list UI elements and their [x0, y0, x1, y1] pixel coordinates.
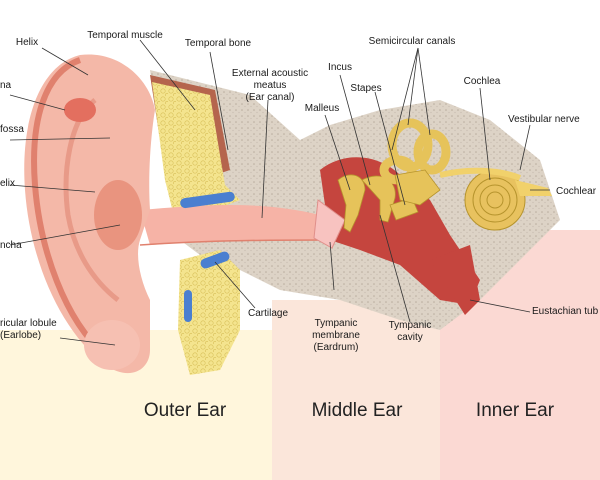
cartilage-mid — [200, 251, 230, 269]
antihelix — [63, 98, 120, 302]
label-incus: Incus — [328, 62, 352, 73]
zone-title-outer: Outer Ear — [143, 400, 227, 421]
concha — [94, 180, 142, 250]
label-malleus: Malleus — [304, 103, 340, 114]
label-helix: Helix — [15, 37, 39, 48]
cochlear-nerve — [515, 180, 552, 196]
eustachian-tube — [430, 245, 480, 315]
cartilage-upper — [180, 191, 235, 209]
label-semicircular-canals: Semicircular canals — [368, 36, 456, 47]
eardrum — [313, 199, 346, 249]
ear-canal — [140, 205, 335, 245]
cartilage-low — [184, 290, 192, 322]
semicircular-canals — [379, 118, 451, 185]
helix-rim — [31, 57, 107, 358]
leader-lines — [9, 39, 550, 346]
label-ext-meatus: External acoustic meatus (Ear canal) — [231, 68, 309, 103]
zone-title-inner: Inner Ear — [475, 400, 555, 421]
label-ncha: ncha — [0, 240, 22, 251]
zone-title-middle: Middle Ear — [311, 400, 403, 421]
fat-tissue-upper — [152, 82, 240, 220]
middle-ear-zone — [272, 300, 440, 480]
incus — [361, 175, 396, 223]
cochlea — [464, 169, 526, 231]
label-eustachian-tube: Eustachian tub — [532, 306, 599, 317]
label-eardrum: Tympanic membrane (Eardrum) — [312, 318, 360, 353]
label-vestibular-nerve: Vestibular nerve — [508, 114, 580, 125]
label-earlobe: ricular lobule (Earlobe) — [0, 318, 57, 341]
label-tympanic-cavity: Tympanic cavity — [388, 320, 432, 343]
pinna — [24, 54, 156, 374]
vestibular-nerve — [439, 167, 522, 181]
label-fossa: fossa — [0, 124, 24, 135]
triangular-fossa — [64, 98, 96, 122]
label-temporal-muscle: Temporal muscle — [87, 30, 163, 41]
label-cochlear: Cochlear — [556, 186, 597, 197]
label-elix: elix — [0, 178, 16, 189]
label-cochlea: Cochlea — [463, 76, 501, 87]
fat-tissue-lower — [178, 250, 240, 375]
label-na: na — [0, 80, 12, 91]
label-stapes: Stapes — [350, 83, 382, 94]
label-cartilage: Cartilage — [248, 308, 289, 319]
label-temporal-bone: Temporal bone — [184, 38, 252, 49]
